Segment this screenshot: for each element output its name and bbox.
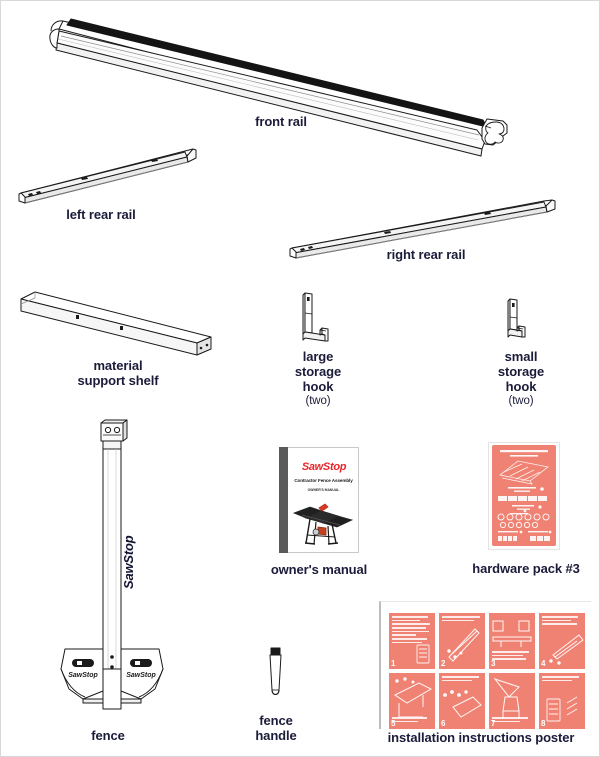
left-rear-rail-illustration bbox=[15, 147, 205, 207]
poster-panel: 7 bbox=[489, 673, 535, 729]
poster-panel: 5 bbox=[389, 673, 435, 729]
large-storage-hook-illustration bbox=[295, 291, 341, 347]
fence-illustration: SawStop SawStop SawStop bbox=[53, 419, 173, 719]
label-left-rear-rail: left rear rail bbox=[66, 207, 136, 222]
poster-panel: 3 bbox=[489, 613, 535, 669]
manual-title: Contractor Fence Assembly bbox=[294, 478, 353, 483]
poster-panel: 8 bbox=[539, 673, 585, 729]
label-fence-handle: fence handle bbox=[255, 713, 297, 743]
small-storage-hook-illustration bbox=[501, 297, 541, 347]
label-large-storage-hook: large storage hook bbox=[294, 349, 342, 394]
svg-text:SawStop: SawStop bbox=[68, 672, 98, 679]
poster-panel-number: 7 bbox=[491, 719, 496, 728]
manual-brand-logo: SawStop bbox=[301, 461, 347, 473]
poster-panel-number: 5 bbox=[391, 719, 396, 728]
label-right-rear-rail: right rear rail bbox=[386, 247, 466, 262]
poster-panel: 4 bbox=[539, 613, 585, 669]
poster-panel-number: 3 bbox=[491, 659, 496, 668]
poster-panel-number: 6 bbox=[441, 719, 446, 728]
front-rail-illustration bbox=[41, 9, 521, 159]
label-material-support-shelf: material support shelf bbox=[77, 358, 159, 388]
label-small-storage-hook: small storage hook bbox=[497, 349, 545, 394]
poster-panel-number: 4 bbox=[541, 659, 546, 668]
poster-panel: 1 bbox=[389, 613, 435, 669]
poster-panel: 6 bbox=[439, 673, 485, 729]
poster-panel-text bbox=[542, 676, 582, 683]
manual-subtitle: OWNER'S MANUAL bbox=[307, 488, 340, 492]
poster-panel-text bbox=[492, 717, 532, 724]
label-front-rail: front rail bbox=[255, 114, 307, 129]
right-rear-rail-illustration bbox=[286, 199, 561, 261]
poster-panel-text bbox=[442, 676, 482, 683]
label-hardware-pack: hardware pack #3 bbox=[472, 561, 580, 576]
poster-panel-text bbox=[392, 717, 432, 724]
label-owners-manual: owner's manual bbox=[270, 562, 368, 577]
poster-panel-text bbox=[492, 651, 532, 662]
poster-panel: 2 bbox=[439, 613, 485, 669]
manual-cover-artwork bbox=[292, 497, 354, 547]
manual-spine bbox=[279, 447, 288, 553]
hardware-pack-illustration bbox=[488, 442, 560, 550]
poster-panel-text bbox=[442, 616, 482, 623]
poster-panel-text bbox=[392, 616, 432, 646]
poster-panel-number: 1 bbox=[391, 659, 396, 668]
label-large-storage-hook-qty: (two) bbox=[305, 395, 331, 407]
owners-manual-illustration: SawStop Contractor Fence Assembly OWNER'… bbox=[279, 447, 359, 553]
poster-panel-number: 2 bbox=[441, 659, 446, 668]
poster-panel-text bbox=[542, 616, 582, 627]
fence-handle-illustration bbox=[263, 646, 289, 708]
label-fence: fence bbox=[91, 728, 125, 743]
installation-poster-illustration: 1 2 bbox=[379, 601, 591, 729]
fence-body-brand-text: SawStop bbox=[121, 535, 136, 590]
label-installation-poster: installation instructions poster bbox=[387, 730, 575, 745]
material-support-shelf-illustration bbox=[15, 289, 215, 356]
hardware-pack-printed-face bbox=[492, 445, 556, 546]
poster-panel-number: 8 bbox=[541, 719, 546, 728]
svg-text:SawStop: SawStop bbox=[126, 672, 156, 679]
poster-panel-grid: 1 2 bbox=[389, 613, 585, 729]
label-small-storage-hook-qty: (two) bbox=[508, 395, 534, 407]
